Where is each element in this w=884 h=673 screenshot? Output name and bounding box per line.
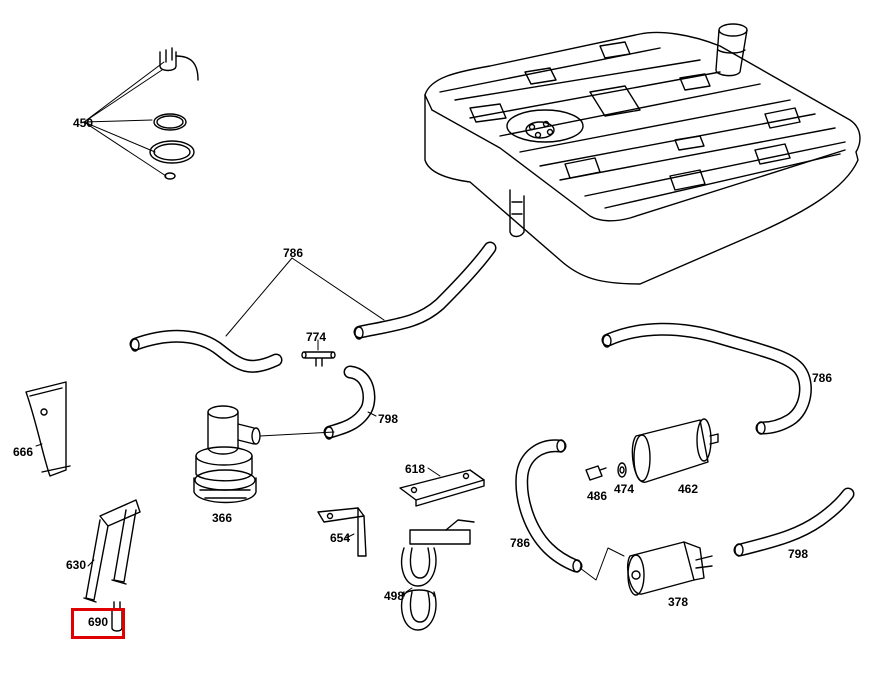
callout-654[interactable]: 654 — [330, 531, 351, 545]
callout-450[interactable]: 450 — [73, 116, 94, 130]
part-786-hose-left — [129, 241, 497, 373]
part-654-bracket — [317, 507, 367, 557]
part-498-clamp — [400, 519, 475, 631]
part-666-bracket — [25, 381, 71, 477]
part-486-bolt — [585, 465, 607, 481]
part-462-filter — [631, 418, 719, 483]
callout-366[interactable]: 366 — [212, 511, 233, 525]
callout-618[interactable]: 618 — [405, 462, 426, 476]
callout-474[interactable]: 474 — [614, 482, 635, 496]
callout-798-bottom[interactable]: 798 — [788, 547, 809, 561]
callout-786-bottom[interactable]: 786 — [510, 536, 531, 550]
part-618-bracket — [399, 467, 485, 507]
part-786-hose-bottom — [515, 439, 625, 581]
callout-498[interactable]: 498 — [384, 589, 405, 603]
callout-666[interactable]: 666 — [13, 445, 34, 459]
callout-786-right[interactable]: 786 — [812, 371, 833, 385]
callout-378[interactable]: 378 — [668, 595, 689, 609]
callout-486[interactable]: 486 — [587, 489, 608, 503]
part-774-tee — [301, 339, 336, 367]
callout-462[interactable]: 462 — [678, 482, 699, 496]
part-474-washer — [617, 462, 627, 478]
callout-798-middle[interactable]: 798 — [378, 412, 399, 426]
part-378-filter — [626, 541, 713, 596]
part-798-hose-middle — [323, 365, 377, 440]
callout-774[interactable]: 774 — [306, 330, 327, 344]
part-786-hose-right — [601, 322, 812, 435]
callout-690[interactable]: 690 — [88, 615, 109, 629]
fuel-tank — [424, 23, 861, 285]
part-450-sealing-set — [83, 47, 199, 180]
part-630-bracket — [83, 499, 141, 603]
part-366-fuel-pump — [193, 405, 335, 504]
callout-786-left[interactable]: 786 — [283, 246, 304, 260]
part-798-hose-bottom — [733, 487, 855, 557]
highlight-box-690[interactable] — [71, 608, 125, 639]
callout-630[interactable]: 630 — [66, 558, 87, 572]
